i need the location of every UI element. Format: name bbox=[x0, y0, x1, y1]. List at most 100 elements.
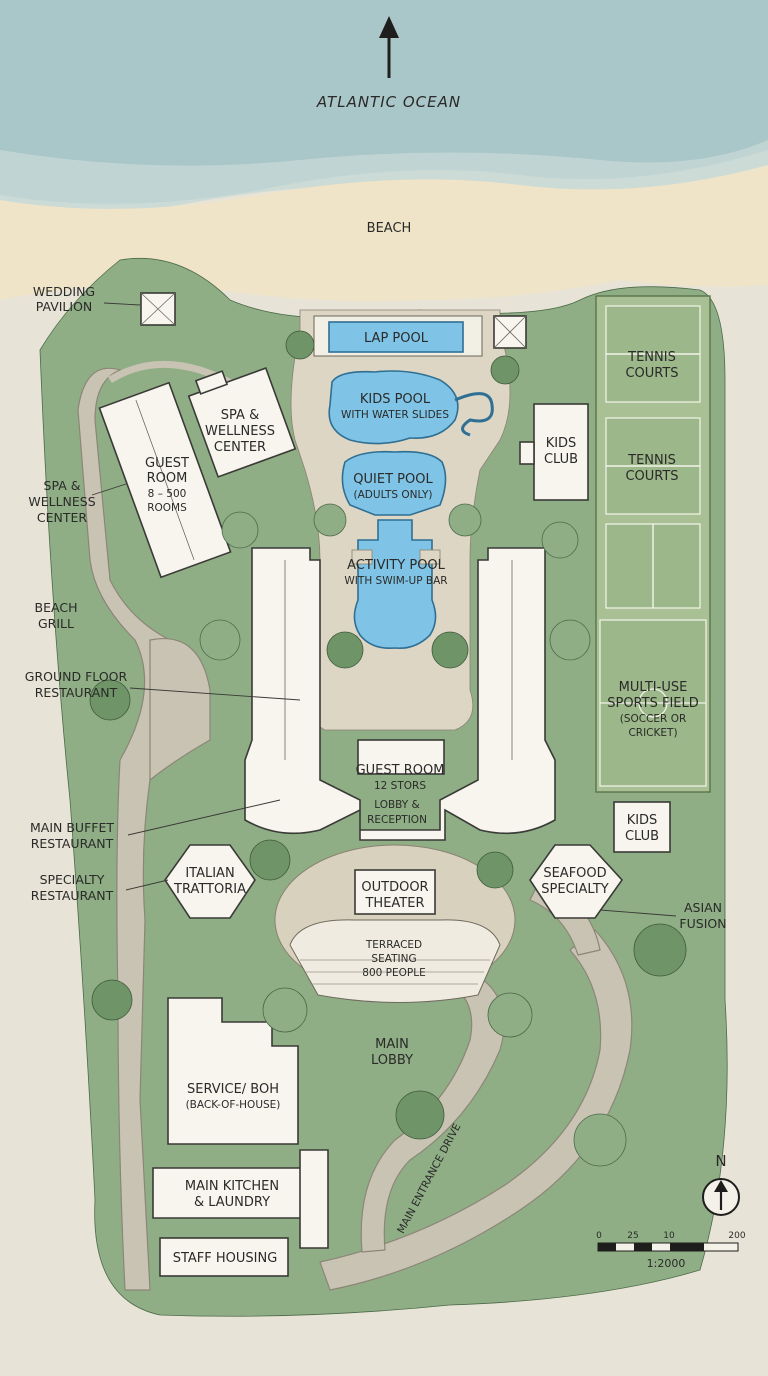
beach-grill-label-1: BEACH bbox=[35, 600, 78, 615]
guest-room-main-label-1: GUEST ROOM bbox=[356, 763, 445, 778]
scale-tick-3: 200 bbox=[728, 1231, 745, 1241]
kitchen-wing bbox=[299, 1149, 329, 1249]
scale-tick-1: 25 bbox=[627, 1231, 638, 1241]
quiet-pool bbox=[341, 450, 447, 516]
north-arrow-icon bbox=[702, 1178, 740, 1216]
asian-label-2: FUSION bbox=[679, 916, 726, 931]
vegetation-clusters bbox=[89, 330, 687, 1167]
kids-pool bbox=[328, 370, 459, 445]
main-lobby-label-1: MAIN bbox=[375, 1037, 409, 1052]
activity-pool-label-1: ACTIVITY POOL bbox=[347, 558, 446, 573]
staff-housing-label: STAFF HOUSING bbox=[173, 1251, 278, 1266]
terraced-seating bbox=[289, 919, 501, 1003]
lap-pool-label: LAP POOL bbox=[364, 331, 429, 346]
spa-center-label-1: SPA & bbox=[221, 408, 259, 423]
wave-band bbox=[0, 140, 768, 214]
kids-club-north-label-1: KIDS bbox=[546, 436, 577, 451]
lobby-label-2: RECEPTION bbox=[367, 814, 427, 826]
guest-room-west-label-3: 8 – 500 bbox=[148, 488, 187, 500]
beach-sand bbox=[0, 165, 768, 302]
wedding-pavilion bbox=[140, 292, 176, 326]
ground-floor-label-1: GROUND FLOOR bbox=[25, 669, 128, 684]
tennis-courts-1-label-2: COURTS bbox=[625, 366, 678, 381]
swim-up-bar-west bbox=[351, 549, 373, 565]
north-arrow-top-icon bbox=[379, 16, 399, 78]
terraced-label-2: SEATING bbox=[371, 953, 416, 965]
tennis-courts-2-label-2: COURTS bbox=[625, 469, 678, 484]
quiet-pool-label-1: QUIET POOL bbox=[353, 472, 433, 487]
terraced-label-1: TERRACED bbox=[365, 939, 422, 951]
asian-label-1: ASIAN bbox=[684, 900, 722, 915]
specialty-label-1: SPECIALTY bbox=[40, 872, 105, 887]
wedding-pavilion-label-1: WEDDING bbox=[33, 284, 95, 299]
kids-pool-label-1: KIDS POOL bbox=[360, 392, 431, 407]
north-label: N bbox=[715, 1152, 726, 1170]
beach-grill-label-2: GRILL bbox=[38, 616, 74, 631]
lap-pool bbox=[328, 321, 464, 353]
main-lobby-label-2: LOBBY bbox=[371, 1053, 413, 1068]
spa-center-label-3: CENTER bbox=[214, 440, 266, 455]
outdoor-theater-label-1: OUTDOOR bbox=[361, 880, 428, 895]
specialty-label-2: RESTAURANT bbox=[31, 888, 114, 903]
wedding-pavilion-leader bbox=[103, 302, 141, 306]
staff-housing-building bbox=[159, 1237, 289, 1277]
guest-room-west-label-1: GUEST bbox=[145, 456, 189, 471]
seafood-label-2: SPECIALTY bbox=[541, 882, 609, 897]
asian-leader bbox=[599, 909, 677, 917]
italian-label-2: TRATTORIA bbox=[173, 882, 246, 897]
sports-field-label-3: (SOCCER OR bbox=[620, 713, 687, 725]
italian-label-1: ITALIAN bbox=[185, 866, 234, 881]
service-label-2: (BACK-OF-HOUSE) bbox=[186, 1099, 281, 1111]
spa-side-leader bbox=[91, 483, 127, 496]
sports-field-label-4: CRICKET) bbox=[628, 727, 677, 739]
main-buffet-leader bbox=[127, 799, 281, 836]
sports-field-label-1: MULTI-USE bbox=[619, 680, 688, 695]
lobby-label-1: LOBBY & bbox=[374, 799, 420, 811]
ground-floor-label-2: RESTAURANT bbox=[35, 685, 118, 700]
wedding-pavilion-label-2: PAVILION bbox=[36, 299, 93, 314]
water-slides bbox=[454, 392, 494, 437]
quiet-pool-label-2: (ADULTS ONLY) bbox=[354, 489, 433, 501]
activity-pool-label-2: WITH SWIM-UP BAR bbox=[344, 575, 447, 587]
main-entrance-drive bbox=[319, 929, 633, 1291]
main-buffet-label-2: RESTAURANT bbox=[31, 836, 114, 851]
italian-trattoria-building bbox=[164, 844, 256, 919]
scale-tick-2: 10 bbox=[663, 1231, 675, 1241]
beach-label: BEACH bbox=[367, 221, 412, 236]
main-buffet-label-1: MAIN BUFFET bbox=[30, 820, 114, 835]
service-boh-building bbox=[167, 997, 299, 1145]
kids-pool-label-2: WITH WATER SLIDES bbox=[341, 409, 449, 421]
kitchen-label-1: MAIN KITCHEN bbox=[185, 1179, 279, 1194]
guest-room-main-building bbox=[244, 547, 556, 841]
scale-ratio: 1:2000 bbox=[647, 1257, 686, 1270]
service-label-1: SERVICE/ BOH bbox=[187, 1082, 279, 1097]
ground-floor-leader bbox=[129, 687, 301, 701]
outdoor-theater-stage bbox=[354, 869, 436, 915]
spa-side-label-1: SPA & bbox=[44, 478, 81, 493]
terraced-label-3: 800 PEOPLE bbox=[362, 967, 425, 979]
outdoor-theater-label-2: THEATER bbox=[364, 896, 424, 911]
guest-room-west-building bbox=[98, 381, 232, 579]
sports-field-label-2: SPORTS FIELD bbox=[607, 696, 699, 711]
activity-pool bbox=[353, 519, 437, 650]
seafood-label-1: SEAFOOD bbox=[543, 866, 606, 881]
kids-club-north-annex bbox=[519, 441, 535, 465]
guest-room-west-label-4: ROOMS bbox=[147, 502, 187, 514]
kitchen-label-2: & LAUNDRY bbox=[194, 1195, 270, 1210]
ocean-label: ATLANTIC OCEAN bbox=[316, 93, 461, 111]
spa-wellness-building bbox=[187, 367, 297, 478]
spa-center-label-2: WELLNESS bbox=[205, 424, 275, 439]
guest-room-west-label-2: ROOM bbox=[147, 471, 188, 486]
tennis-courts-2-label-1: TENNIS bbox=[627, 453, 676, 468]
kids-club-south-label-2: CLUB bbox=[625, 829, 659, 844]
lap-pool-pavilion bbox=[493, 315, 527, 349]
seafood-specialty-building bbox=[529, 844, 624, 919]
spa-side-label-3: CENTER bbox=[37, 510, 88, 525]
kids-club-north-label-2: CLUB bbox=[544, 452, 578, 467]
scale-tick-0: 0 bbox=[596, 1231, 602, 1241]
scale-bar bbox=[597, 1242, 739, 1252]
guest-room-main-center bbox=[357, 739, 445, 775]
tennis-courts-1-label-1: TENNIS bbox=[627, 350, 676, 365]
specialty-leader bbox=[125, 879, 169, 891]
